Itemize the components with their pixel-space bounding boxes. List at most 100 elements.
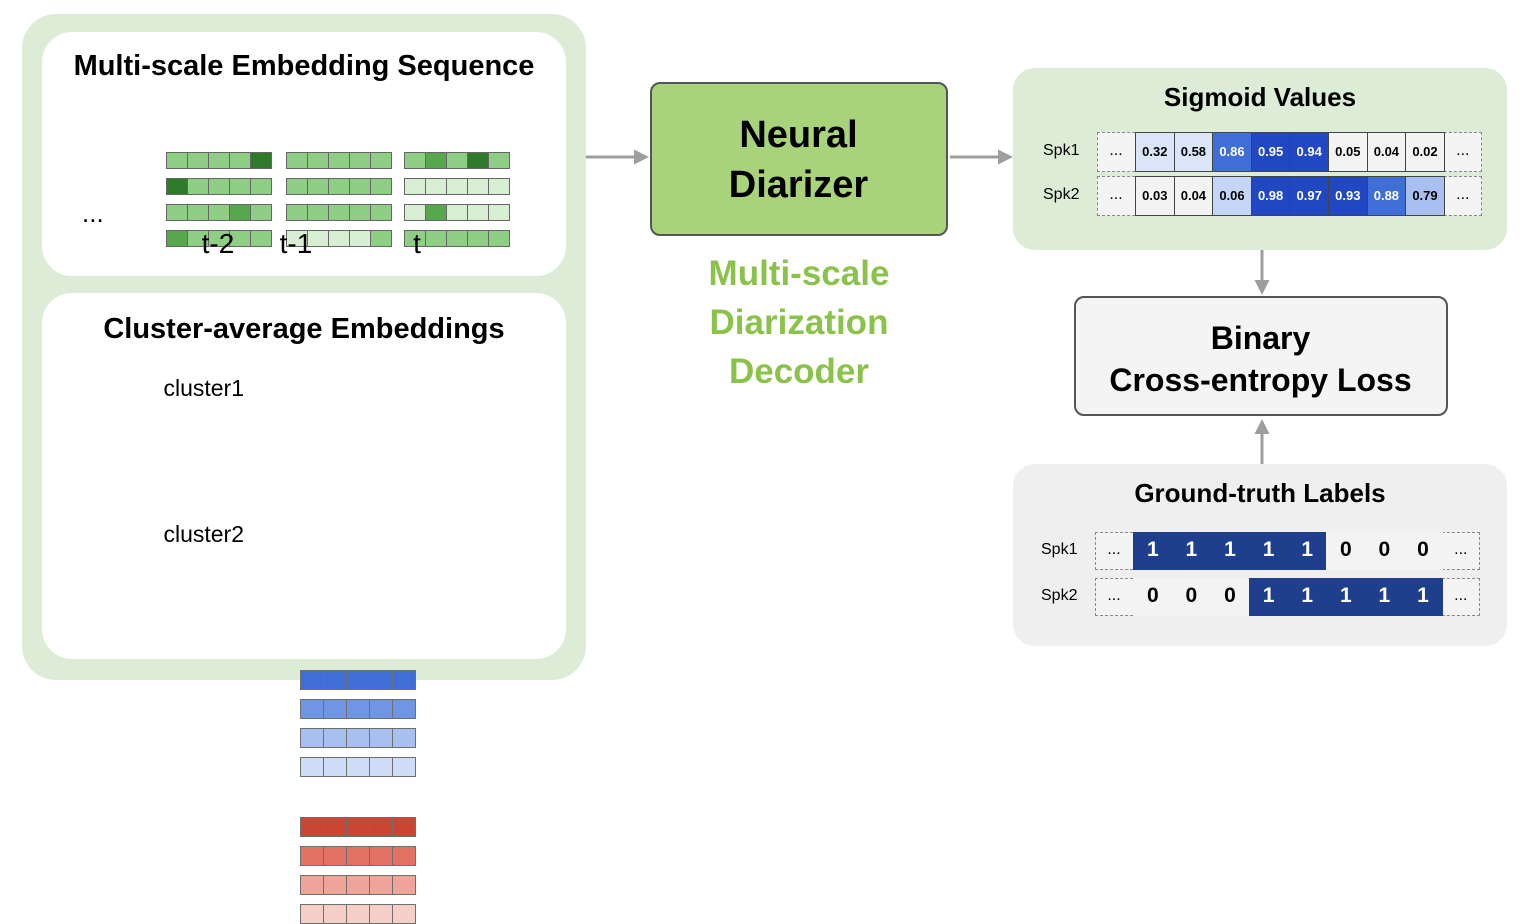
cluster2-embedding-cell xyxy=(392,875,416,895)
sigmoid-value-cell: 0.98 xyxy=(1250,176,1291,216)
sigmoid-value-cell: 0.02 xyxy=(1405,132,1445,172)
ground-truth-speaker-label: Spk1 xyxy=(1041,541,1078,558)
cluster1-embedding-cell xyxy=(346,757,370,777)
sigmoid-ellipsis-left: ... xyxy=(1109,186,1123,203)
cluster1-embedding-cell xyxy=(300,757,324,777)
neural-diarizer-line1: Neural xyxy=(739,114,858,156)
cluster2-label: cluster2 xyxy=(163,521,244,547)
time-label-t: t xyxy=(413,228,421,259)
ground-truth-value-cell: 1 xyxy=(1287,532,1327,570)
cluster2-embedding-cell xyxy=(346,817,370,837)
embedding-cell xyxy=(488,230,510,247)
ground-truth-value-cell: 1 xyxy=(1403,578,1443,616)
ground-truth-speaker-label: Spk2 xyxy=(1041,587,1078,604)
ground-truth-value-cell: 0 xyxy=(1133,578,1173,616)
ground-truth-value-cell: 1 xyxy=(1326,578,1366,616)
cluster1-embedding-cell xyxy=(392,728,416,748)
embedding-cell xyxy=(370,204,392,221)
cluster1-embedding-cell xyxy=(323,728,347,748)
embedding-cell xyxy=(250,152,272,169)
ground-truth-value-cell: 0 xyxy=(1210,578,1250,616)
ground-truth-value-cell: 1 xyxy=(1364,578,1405,616)
ground-truth-value-cell: 1 xyxy=(1248,578,1289,616)
flow-arrows xyxy=(586,149,1270,464)
sigmoid-value-cell: 0.06 xyxy=(1212,176,1252,216)
ground-truth-ellipsis-left: ... xyxy=(1107,541,1121,558)
cluster1-embedding-cell xyxy=(346,699,370,719)
ground-truth-value-cell: 1 xyxy=(1248,532,1289,570)
sigmoid-value-cell: 0.97 xyxy=(1289,176,1329,216)
cluster2-embedding-cell xyxy=(300,817,324,837)
cluster2-embedding-cell xyxy=(369,846,393,866)
decoder-caption-line3: Decoder xyxy=(728,352,870,391)
ground-truth-value-cell: 1 xyxy=(1171,532,1212,570)
embedding-cell xyxy=(488,204,510,221)
sigmoid-value-cell: 0.58 xyxy=(1173,132,1214,172)
cluster2-embedding-cell xyxy=(392,817,416,837)
ground-truth-ellipsis-left: ... xyxy=(1107,587,1121,604)
neural-diarizer-line2: Diarizer xyxy=(728,164,869,206)
ground-truth-value-cell: 0 xyxy=(1326,532,1366,570)
ground-truth-ellipsis-right: ... xyxy=(1454,541,1468,558)
embedding-cell xyxy=(250,230,272,247)
ground-truth-value-cell: 1 xyxy=(1133,532,1173,570)
sigmoid-value-cell: 0.05 xyxy=(1328,132,1368,172)
cluster1-embedding-cell xyxy=(392,757,416,777)
decoder-caption-line1: Multi-scale xyxy=(708,254,890,293)
sigmoid-title: Sigmoid Values xyxy=(1163,82,1357,112)
sequence-ellipsis: ... xyxy=(82,198,104,228)
sigmoid-value-cell: 0.32 xyxy=(1135,132,1175,172)
neural-diarizer-box: Neural Diarizer xyxy=(650,82,948,236)
cluster2-embedding-cell xyxy=(323,817,347,837)
ground-truth-value-cell: 0 xyxy=(1171,578,1212,616)
cluster2-embedding-cell xyxy=(300,875,324,895)
sigmoid-ellipsis-right: ... xyxy=(1456,142,1470,159)
embedding-sequence-box: Multi-scale Embedding Sequence ... t-2 t… xyxy=(42,32,566,276)
time-label-t-2: t-2 xyxy=(201,228,235,259)
cluster1-embedding-cell xyxy=(369,699,393,719)
sigmoid-speaker-label: Spk2 xyxy=(1043,186,1080,203)
embedding-cell xyxy=(488,152,510,169)
cluster1-embedding-cell xyxy=(300,728,324,748)
cluster2-embedding-cell xyxy=(300,846,324,866)
cluster2-embedding-cell xyxy=(369,817,393,837)
cluster1-embedding-cell xyxy=(323,757,347,777)
cluster1-embedding-cell xyxy=(300,699,324,719)
cluster2-embedding-cell xyxy=(323,846,347,866)
cluster2-embedding-cell xyxy=(346,875,370,895)
sigmoid-value-cell: 0.79 xyxy=(1405,176,1445,216)
sigmoid-value-cell: 0.04 xyxy=(1173,176,1214,216)
loss-box: Binary Cross-entropy Loss xyxy=(1074,296,1448,416)
embedding-cell xyxy=(370,152,392,169)
ground-truth-value-cell: 1 xyxy=(1287,578,1327,616)
cluster2-embedding-cell xyxy=(300,904,324,924)
sigmoid-value-cell: 0.88 xyxy=(1366,176,1407,216)
cluster-embeddings-title: Cluster-average Embeddings xyxy=(103,313,505,345)
ground-truth-value-cell: 0 xyxy=(1364,532,1405,570)
cluster2-embedding-cell xyxy=(369,875,393,895)
cluster2-embedding-cell xyxy=(369,904,393,924)
sigmoid-value-cell: 0.86 xyxy=(1212,132,1252,172)
sigmoid-ellipsis-right: ... xyxy=(1456,186,1470,203)
cluster2-embedding-cell xyxy=(323,904,347,924)
embedding-cell xyxy=(250,204,272,221)
ground-truth-value-cell: 0 xyxy=(1403,532,1443,570)
embedding-cell xyxy=(488,178,510,195)
cluster1-embedding-cell xyxy=(346,728,370,748)
cluster2-embedding-cell xyxy=(392,846,416,866)
sigmoid-value-cell: 0.03 xyxy=(1135,176,1175,216)
sigmoid-value-cell: 0.04 xyxy=(1366,132,1407,172)
sigmoid-ellipsis-left: ... xyxy=(1109,142,1123,159)
embedding-sequence-title: Multi-scale Embedding Sequence xyxy=(73,50,535,82)
cluster1-embedding-cell xyxy=(323,699,347,719)
sigmoid-value-cell: 0.94 xyxy=(1289,132,1329,172)
ground-truth-value-cell: 1 xyxy=(1210,532,1250,570)
sigmoid-value-cell: 0.95 xyxy=(1250,132,1291,172)
cluster2-embedding-cell xyxy=(346,904,370,924)
sigmoid-value-cell: 0.93 xyxy=(1328,176,1368,216)
time-label-t-1: t-1 xyxy=(279,228,313,259)
cluster1-embedding-cell xyxy=(392,699,416,719)
decoder-caption-line2: Diarization xyxy=(709,303,889,342)
cluster2-embedding-cell xyxy=(346,846,370,866)
ground-truth-ellipsis-right: ... xyxy=(1454,587,1468,604)
